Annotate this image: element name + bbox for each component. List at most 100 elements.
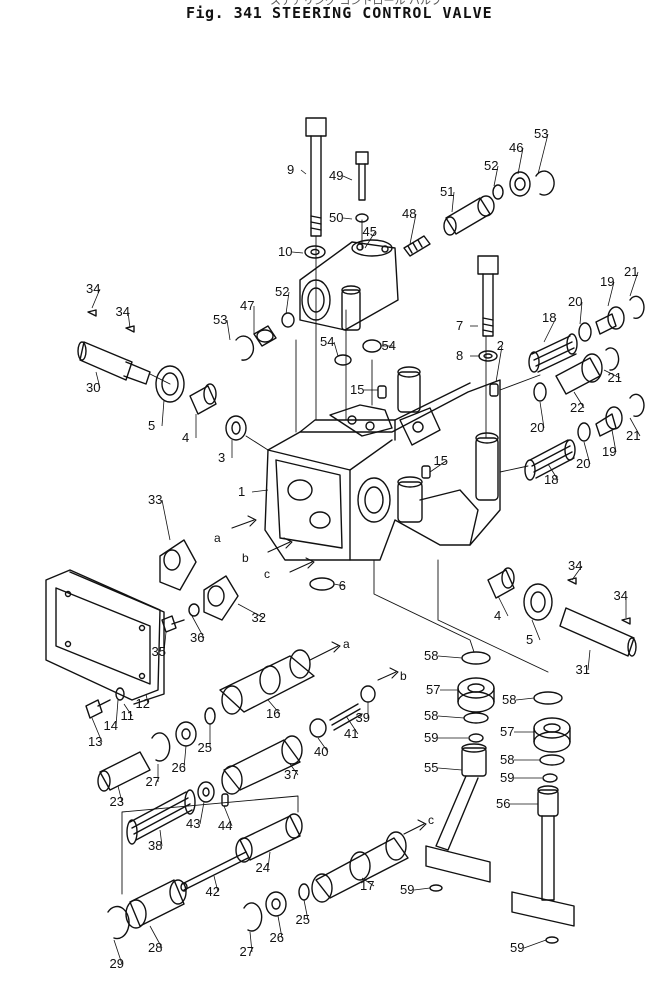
oring-54b (362, 339, 382, 353)
part-number-55: 55 (424, 760, 438, 775)
piston-19b (595, 406, 623, 437)
bolt-13 (85, 699, 111, 719)
lever-55 (425, 743, 491, 883)
japanese-title: ステアリング コントロール バルブ (270, 0, 442, 7)
spool-24 (235, 813, 303, 863)
oring-58a (461, 651, 491, 665)
callout-leader-26 (277, 915, 283, 939)
callout-leader-53 (226, 319, 231, 341)
part-number-59: 59 (510, 940, 524, 955)
part-number-44: 44 (218, 818, 232, 833)
callout-leader-58 (437, 715, 465, 719)
callout-leader-28 (149, 925, 163, 949)
part-number-10: 10 (278, 244, 292, 259)
part-number-34: 34 (568, 558, 582, 573)
callout-leader-13 (91, 717, 103, 743)
snapring-21a (629, 295, 645, 320)
oring-59c (542, 773, 558, 783)
oring-59a (468, 733, 484, 743)
part-number-39: 39 (356, 710, 370, 725)
callout-leader-21 (629, 271, 639, 297)
part-number-19: 19 (602, 444, 616, 459)
flow-label-c: c (264, 567, 270, 581)
callout-leader-5 (161, 399, 165, 427)
part-number-58: 58 (500, 752, 514, 767)
part-number-15: 15 (350, 382, 364, 397)
part-number-12: 12 (136, 696, 150, 711)
callout-leader-42 (213, 875, 219, 893)
part-number-43: 43 (186, 816, 200, 831)
part-number-18: 18 (544, 472, 558, 487)
callout-leader-24 (267, 851, 271, 869)
part-number-6: 6 (339, 578, 346, 593)
callout-leader-20 (539, 401, 545, 429)
part-number-47: 47 (240, 298, 254, 313)
callout-leader-34 (127, 311, 131, 329)
pin-44 (221, 793, 229, 807)
key-34d (621, 617, 631, 625)
bearing-5b (523, 583, 553, 621)
flow-label-a: a (343, 637, 350, 651)
part-number-58: 58 (424, 708, 438, 723)
callout-leader-20 (579, 301, 583, 325)
part-number-45: 45 (363, 224, 377, 239)
callout-leader-25 (303, 899, 309, 921)
callout-leader-5 (531, 619, 541, 641)
part-number-58: 58 (502, 692, 516, 707)
callout-leader-59 (523, 939, 547, 949)
part-number-20: 20 (568, 294, 582, 309)
callout-leader-58 (437, 655, 463, 659)
part-number-11: 11 (121, 708, 135, 723)
part-number-16: 16 (266, 706, 280, 721)
callout-leader-2 (495, 345, 503, 383)
part-number-17: 17 (360, 878, 374, 893)
part-number-9: 9 (287, 162, 294, 177)
callout-leader-12 (145, 693, 149, 705)
callout-leader-31 (587, 649, 591, 671)
part-number-37: 37 (284, 767, 298, 782)
part-number-2: 2 (497, 338, 504, 353)
part-number-49: 49 (329, 168, 343, 183)
callout-leader-34 (91, 288, 101, 309)
part-number-28: 28 (148, 940, 162, 955)
part-number-19: 19 (600, 274, 614, 289)
callout-leader-18 (543, 317, 557, 343)
bearing-5a (155, 365, 185, 403)
oring-52a (492, 184, 504, 200)
washer-10 (304, 245, 326, 259)
callout-leader-29 (113, 939, 123, 965)
oring-25a (204, 707, 216, 725)
shaft-31 (559, 607, 637, 657)
callout-leader-50 (342, 217, 353, 220)
cover-plate-12 (45, 569, 161, 701)
bushing-4b (487, 567, 515, 599)
callout-leader-43 (199, 801, 205, 825)
flow-label-b: b (400, 669, 407, 683)
callout-leader-35 (163, 631, 167, 653)
callout-leader-22 (573, 391, 585, 409)
part-number-54: 54 (320, 334, 334, 349)
flow-label-b: b (242, 551, 249, 565)
plug-48 (403, 235, 431, 257)
part-number-5: 5 (148, 418, 155, 433)
callout-leader-48 (409, 213, 417, 245)
spool-17 (311, 831, 409, 903)
key-34c (567, 577, 577, 585)
callout-leader-16 (267, 699, 281, 715)
sleeve-23 (97, 751, 151, 792)
flow-label-c: c (428, 813, 434, 827)
figure-title: STEERING CONTROL VALVE (272, 4, 493, 22)
snapring-27a (151, 732, 171, 762)
callout-leader-49 (342, 175, 353, 181)
callout-leader-55 (437, 767, 463, 771)
part-number-13: 13 (88, 734, 102, 749)
callout-leader-38 (159, 829, 163, 847)
part-number-8: 8 (456, 348, 463, 363)
callout-leader-45 (364, 231, 376, 249)
part-number-54: 54 (382, 338, 396, 353)
part-number-33: 33 (148, 492, 162, 507)
callout-leader-44 (223, 805, 233, 827)
part-number-20: 20 (530, 420, 544, 435)
callout-leader-18 (547, 463, 559, 481)
